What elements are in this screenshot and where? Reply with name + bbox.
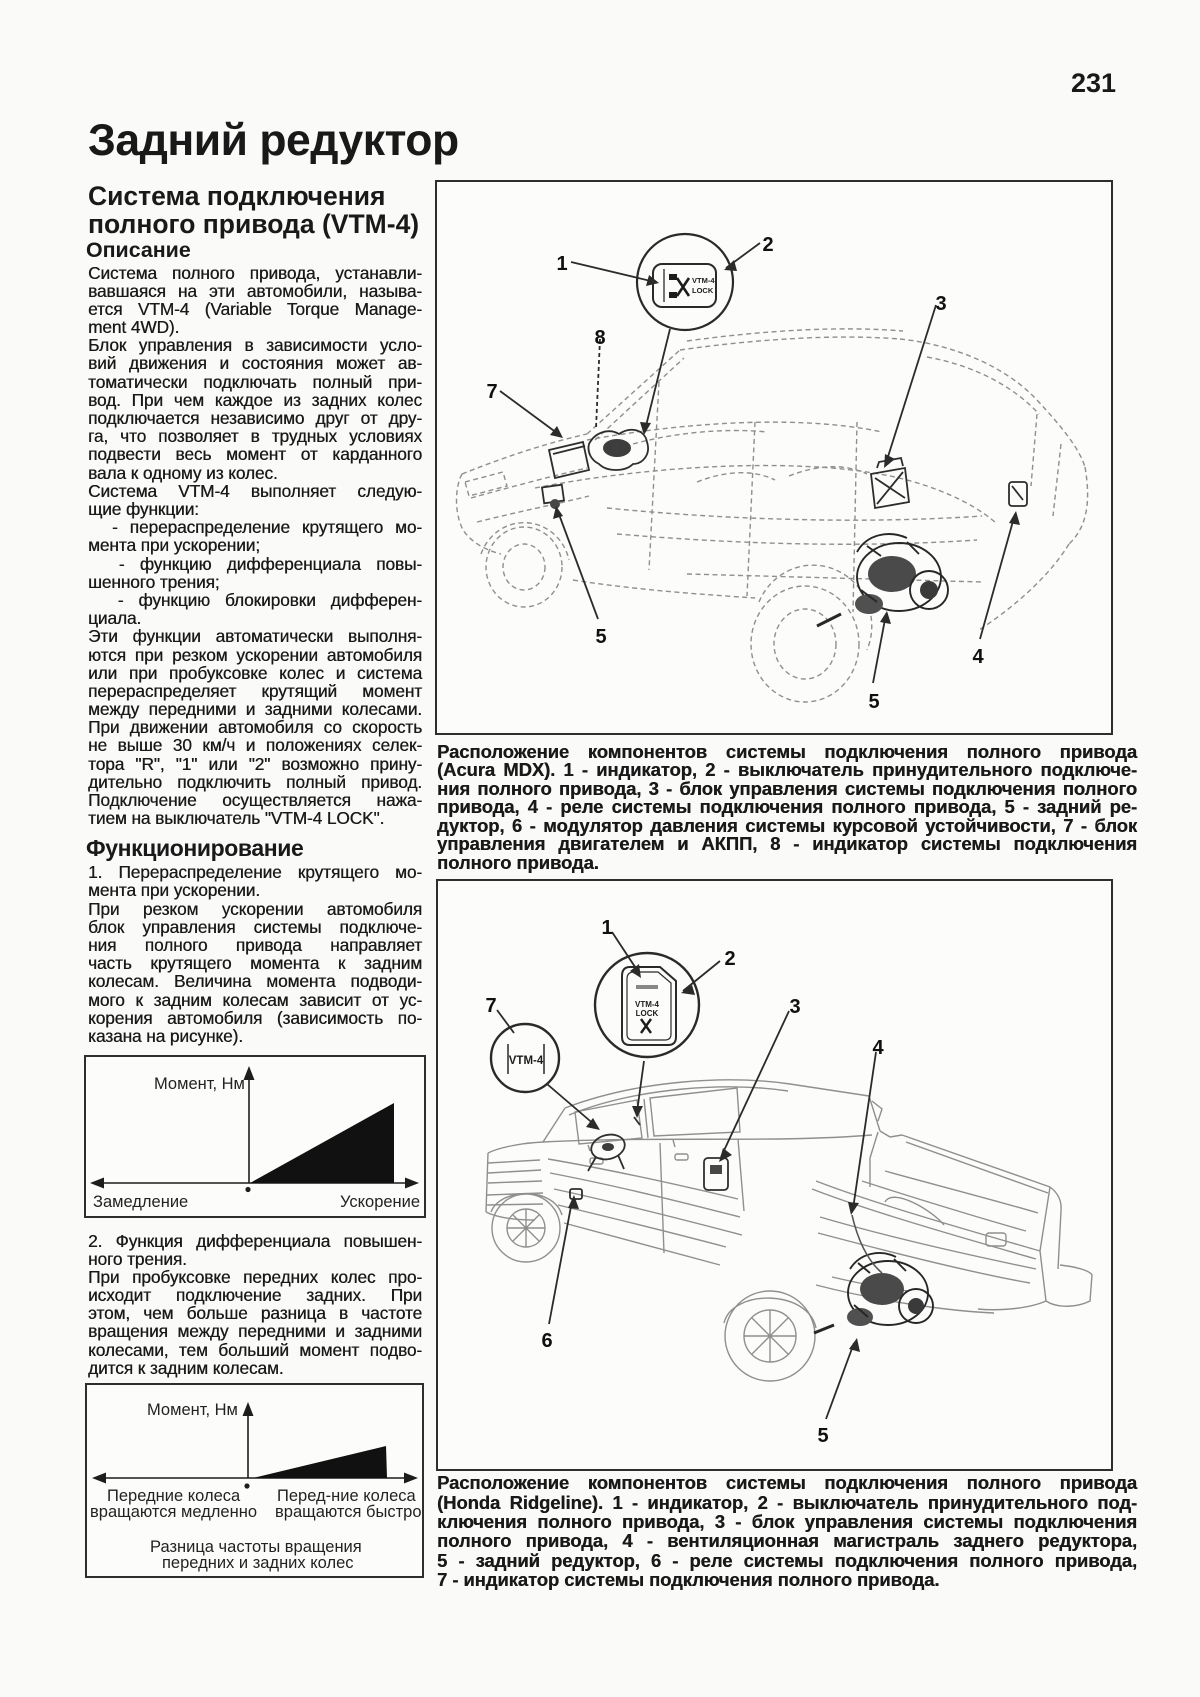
- svg-text:1: 1: [601, 917, 612, 939]
- svg-text:Момент, Нм: Момент, Нм: [154, 1075, 245, 1093]
- svg-text:LOCK: LOCK: [692, 286, 714, 295]
- svg-text:Момент, Нм: Момент, Нм: [147, 1401, 238, 1419]
- svg-text:Ускорение: Ускорение: [340, 1193, 420, 1211]
- svg-text:Разница частоты вращения: Разница частоты вращения: [150, 1538, 362, 1556]
- svg-text:передних и задних колес: передних и задних колес: [162, 1554, 354, 1572]
- svg-text:1: 1: [556, 253, 567, 275]
- svg-text:VTM-4: VTM-4: [635, 1000, 660, 1009]
- svg-text:8: 8: [594, 327, 605, 349]
- svg-text:5: 5: [868, 691, 879, 713]
- svg-text:3: 3: [935, 293, 946, 315]
- svg-text:LOCK: LOCK: [636, 1009, 659, 1018]
- svg-text:вращаются быстро: вращаются быстро: [275, 1503, 421, 1521]
- svg-text:6: 6: [541, 1330, 552, 1352]
- svg-text:2: 2: [762, 234, 773, 256]
- svg-text:5: 5: [817, 1425, 828, 1447]
- svg-text:Передние колеса: Передние колеса: [107, 1487, 241, 1505]
- svg-text:7: 7: [485, 995, 496, 1017]
- svg-text:4: 4: [872, 1037, 884, 1059]
- svg-text:7: 7: [486, 381, 497, 403]
- svg-text:VTM-4: VTM-4: [509, 1055, 544, 1067]
- svg-text:Замедление: Замедление: [93, 1193, 188, 1211]
- svg-text:5: 5: [595, 626, 606, 648]
- svg-text:VTM-4: VTM-4: [692, 276, 715, 285]
- svg-text:2: 2: [724, 948, 735, 970]
- svg-text:Перед-ние колеса: Перед-ние колеса: [277, 1487, 417, 1505]
- svg-text:3: 3: [789, 996, 800, 1018]
- svg-text:вращаются медленно: вращаются медленно: [90, 1503, 257, 1521]
- svg-text:4: 4: [972, 646, 984, 668]
